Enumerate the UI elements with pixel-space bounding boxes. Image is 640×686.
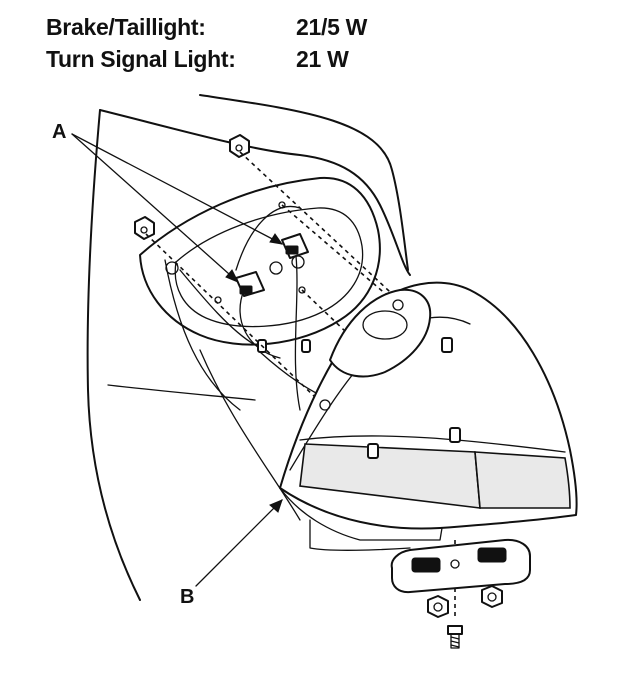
lower-bracket: [390, 538, 531, 594]
bulb-socket-lower: [235, 261, 283, 297]
spec-value-turn-signal-light: 21 W: [296, 46, 349, 72]
taillight-assembly: [279, 281, 578, 551]
body-panel: [86, 94, 411, 601]
spec-value-brake-taillight: 21/5 W: [296, 14, 368, 40]
screw: [447, 625, 463, 649]
callout-label-a: A: [52, 121, 67, 143]
spec-label-turn-signal-light: Turn Signal Light:: [46, 46, 236, 72]
wiring-harness: [235, 205, 301, 411]
nuts-upper: [134, 134, 250, 240]
callout-label-b: B: [180, 586, 195, 608]
callout-leaders: [71, 133, 284, 587]
spec-label-brake-taillight: Brake/Taillight:: [46, 14, 206, 40]
clip-nuts: [427, 585, 503, 618]
mounting-recess: [139, 176, 381, 396]
bulb-socket-upper: [281, 233, 309, 269]
